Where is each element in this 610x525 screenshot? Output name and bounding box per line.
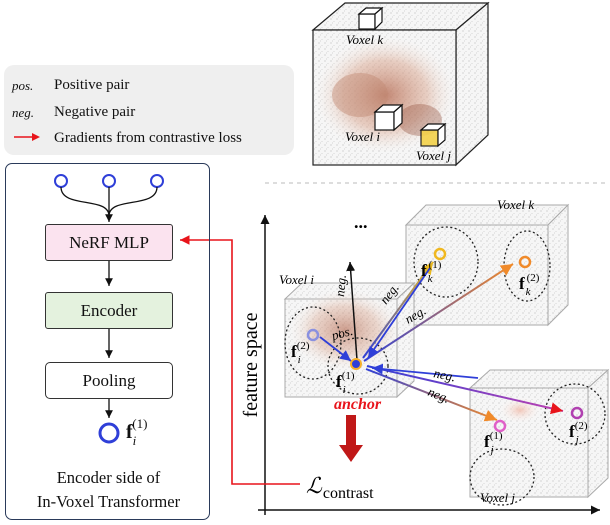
cluster-fi1: [327, 337, 389, 395]
scene-cube: [311, 1, 490, 167]
voxel-k-label: Voxel k: [497, 197, 534, 212]
input-node-1: [54, 174, 68, 188]
legend-key-pos: pos.: [12, 77, 34, 93]
legend: pos. Positive pair neg. Negative pair Gr…: [4, 65, 294, 155]
scene-voxel-k-label: Voxel k: [346, 32, 383, 47]
legend-item-negative: neg. Negative pair: [12, 104, 135, 121]
cluster-fj1: [469, 448, 535, 506]
neg-arrow-fj1: [365, 368, 498, 422]
voxel-j-label: Voxel j: [480, 490, 515, 505]
neg-arrow-up: [346, 261, 358, 361]
legend-label-neg: Negative pair: [54, 104, 136, 120]
input-node-3: [150, 174, 164, 188]
neg-label-fj2: neg.: [432, 365, 457, 384]
encoder-connectors: [54, 174, 164, 444]
legend-label-pos: Positive pair: [54, 77, 130, 93]
encoder-panel: NeRF MLP Encoder Pooling fi(1) Encoder s…: [5, 163, 210, 520]
fj2-label: fj(2): [569, 420, 588, 446]
caption-line-2: In-Voxel Transformer: [36, 492, 181, 511]
fk2-label: fk(2): [519, 272, 540, 298]
scene-voxel-i-icon: [373, 103, 404, 132]
fk1-point: [433, 247, 447, 261]
caption-line-1: Encoder side of: [56, 468, 161, 487]
cluster-fj2: [544, 383, 606, 445]
pull-arrow-j: [371, 363, 479, 379]
pos-arrow: [319, 336, 352, 362]
voxel-i-label: Voxel i: [279, 272, 314, 287]
pull-arrow-k: [367, 267, 431, 359]
nerf-mlp-block: NeRF MLP: [45, 224, 173, 261]
anchor-point: [350, 358, 362, 370]
gradient-path: [180, 235, 300, 485]
output-node: [98, 422, 120, 444]
loss-label: ℒcontrast: [306, 473, 374, 502]
y-axis-label: feature space: [240, 312, 262, 417]
pooling-block: Pooling: [45, 362, 173, 399]
fi2-point: [306, 328, 320, 342]
fi2-label: fi(2): [291, 340, 310, 366]
loss-arrow: [339, 415, 363, 462]
fk2-point: [518, 255, 532, 269]
fi1-label: fi(1): [336, 370, 355, 396]
output-feature-label: fi(1): [126, 416, 148, 448]
input-node-2: [102, 174, 116, 188]
neg-label-up: neg.: [332, 274, 349, 297]
red-arrow-icon: [12, 131, 54, 147]
scene-voxel-i-label: Voxel i: [345, 129, 380, 144]
neg-arrow-fk2: [363, 263, 514, 362]
legend-key-neg: neg.: [12, 104, 35, 120]
legend-item-positive: pos. Positive pair: [12, 77, 129, 94]
ellipsis-label: ...: [354, 212, 368, 232]
fj2-point: [570, 406, 584, 420]
neg-arrow-fk1: [362, 261, 434, 359]
legend-label-gradient: Gradients from contrastive loss: [54, 130, 242, 146]
fk1-label: fk(1): [421, 259, 442, 285]
fj1-point: [493, 419, 507, 433]
neg-label-fj1: neg.: [426, 384, 452, 406]
encoder-block: Encoder: [45, 292, 173, 329]
cluster-fk1: [413, 226, 479, 298]
scene-voxel-j-label: Voxel j: [416, 148, 451, 163]
pos-label: pos.: [329, 323, 354, 343]
neg-arrow-fj2: [366, 365, 564, 415]
anchor-label: anchor: [334, 396, 382, 413]
scene-voxel-j-icon: [419, 122, 447, 148]
scene-voxel-k-icon: [357, 6, 384, 31]
legend-item-gradient: Gradients from contrastive loss: [12, 130, 242, 147]
fj1-label: fj(1): [484, 430, 503, 456]
